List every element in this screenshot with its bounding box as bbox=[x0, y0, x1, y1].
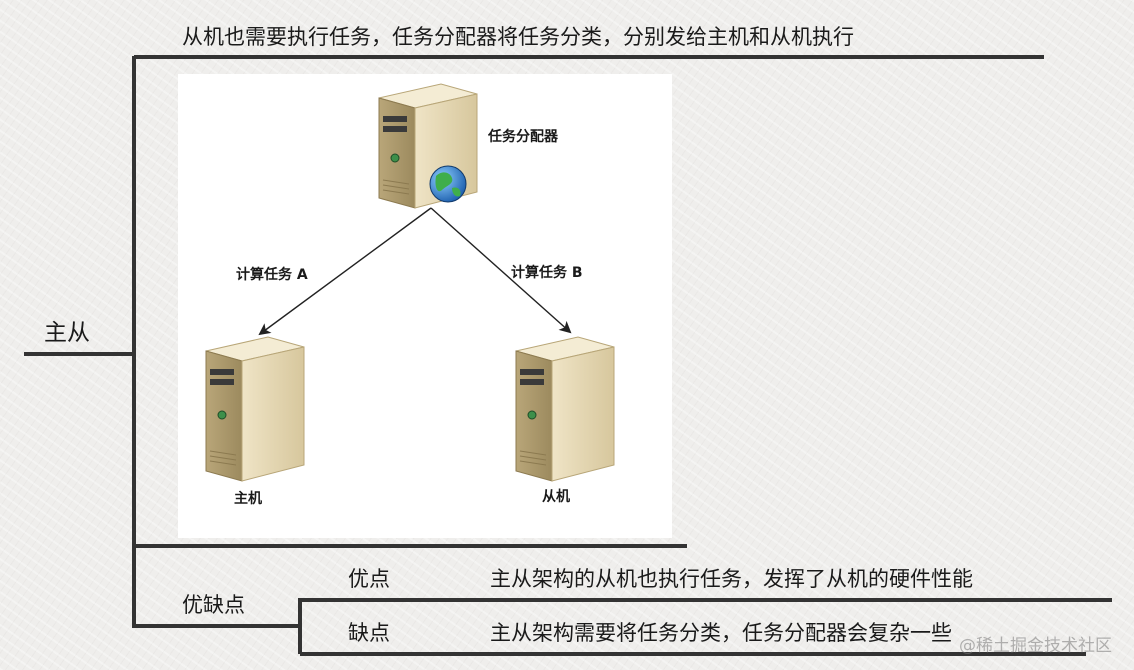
edge-label-b: 计算任务 B bbox=[511, 265, 583, 281]
architecture-diagram: 任务分配器 计算任务 A 计算任务 B 主机 从机 bbox=[178, 74, 672, 538]
pros-label: 优点 bbox=[348, 567, 390, 591]
edge-label-a: 计算任务 A bbox=[236, 267, 308, 283]
edge-arrow-a bbox=[258, 207, 432, 336]
diagram-graphics bbox=[205, 83, 615, 482]
master-label: 主机 bbox=[234, 491, 262, 507]
root-branch-line bbox=[24, 352, 134, 356]
slave-server-icon bbox=[515, 336, 615, 482]
pros-cons-underline bbox=[134, 624, 300, 628]
edge-arrow-b bbox=[430, 207, 572, 334]
description-text: 从机也需要执行任务，任务分配器将任务分类，分别发给主机和从机执行 bbox=[182, 25, 854, 49]
root-node-label: 主从 bbox=[44, 320, 90, 346]
pros-text: 主从架构的从机也执行任务，发挥了从机的硬件性能 bbox=[490, 567, 973, 591]
cons-label: 缺点 bbox=[348, 621, 390, 645]
description-underline bbox=[134, 55, 1044, 59]
cons-underline bbox=[300, 652, 1086, 656]
watermark: @稀土掘金技术社区 bbox=[959, 636, 1112, 656]
image-underline bbox=[134, 544, 687, 548]
cons-text: 主从架构需要将任务分类，任务分配器会复杂一些 bbox=[490, 621, 952, 645]
pros-cons-branch-line bbox=[298, 598, 302, 654]
pros-underline bbox=[300, 598, 1112, 602]
pros-cons-label: 优缺点 bbox=[182, 593, 245, 617]
trunk-line bbox=[132, 56, 136, 628]
dispatcher-label: 任务分配器 bbox=[488, 129, 558, 145]
slave-label: 从机 bbox=[542, 489, 570, 505]
master-server-icon bbox=[205, 336, 305, 482]
globe-icon bbox=[429, 165, 467, 203]
